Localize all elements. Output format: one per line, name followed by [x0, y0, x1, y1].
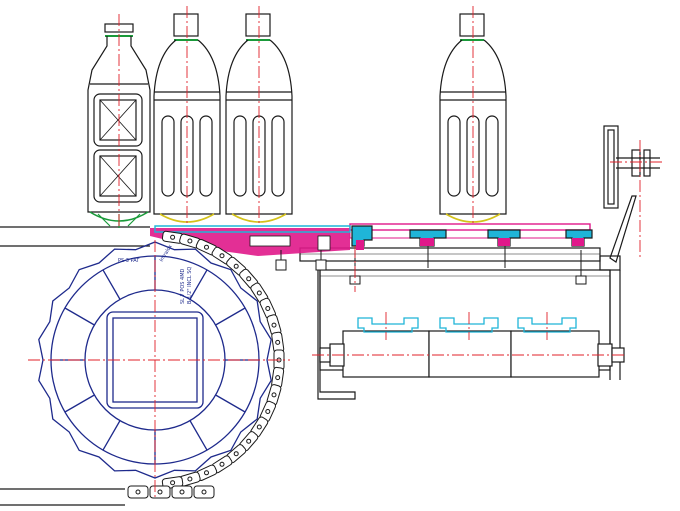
chain-pin [135, 489, 141, 495]
carry-profiles [351, 225, 593, 250]
sprocket-marking: Intralox [159, 244, 174, 263]
chain-pin [271, 322, 277, 328]
square-bottle [87, 23, 151, 228]
return-roller [428, 330, 512, 378]
chain-pin [265, 409, 271, 414]
sprocket-text-line: B-1/2" INCL SQ [187, 267, 193, 304]
carry-profile [565, 229, 593, 247]
return-profiles [357, 317, 577, 333]
return-profile [439, 317, 499, 333]
chain-pin [170, 234, 176, 240]
return-profile [357, 317, 419, 333]
sprocket-spoke [189, 269, 208, 300]
chain-pin [275, 339, 281, 345]
chain-pin [187, 238, 193, 244]
bolts [275, 246, 587, 285]
chain-pin [179, 489, 185, 495]
chain-pin [256, 424, 262, 430]
return-rollers [319, 330, 625, 378]
carry-profile [351, 225, 373, 250]
sprocket-rim [38, 241, 272, 479]
chain-pin [157, 489, 163, 495]
chain-pin [219, 253, 225, 259]
chain-pin [219, 461, 225, 467]
centerlines [28, 6, 662, 500]
sprocket-text-line: SL 7 POS 4MD [180, 268, 186, 304]
chain-pin [256, 290, 262, 296]
return-profile [517, 317, 577, 333]
chain-links [127, 230, 285, 499]
chain-pin [275, 375, 281, 381]
sprocket-spoke [102, 269, 121, 300]
chain-pin [271, 392, 277, 398]
chain-pin [233, 263, 239, 269]
chain-pin [246, 438, 252, 444]
return-roller [510, 330, 600, 378]
chain-pin [201, 489, 207, 495]
chain-pin [204, 470, 209, 476]
sprocket-spoke [215, 394, 246, 413]
chain-pin [233, 451, 239, 457]
sprocket-spoke [189, 420, 208, 451]
sprocket-spoke [215, 307, 246, 326]
sprocket-rim-text: PS 3 PAT [118, 258, 140, 264]
chain-pin [170, 480, 176, 486]
carry-profile [409, 229, 447, 247]
carry-profile [487, 229, 521, 247]
sprocket-spoke [64, 307, 95, 326]
sprocket-spoke [102, 420, 121, 451]
chain-pin [204, 244, 209, 250]
chain-pin [265, 306, 271, 311]
sprocket-spoke [64, 394, 95, 413]
chain-pin [187, 476, 193, 482]
chain-pin [246, 276, 252, 282]
